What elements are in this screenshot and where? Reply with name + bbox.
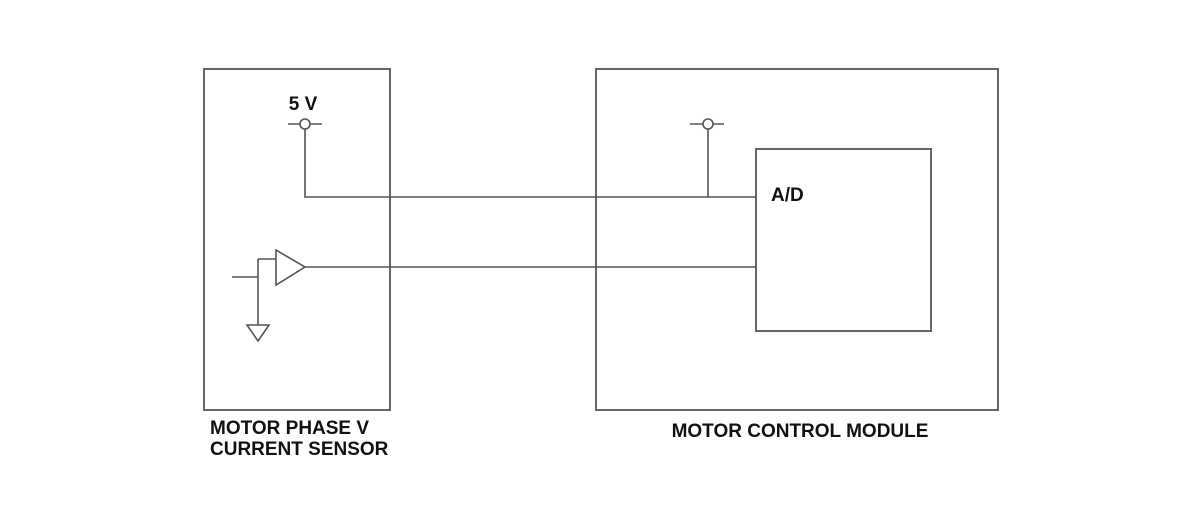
interconnect-wires <box>304 129 756 268</box>
current-sensor-block: 5 V MOTOR PHASE V CURRENT SENSOR <box>203 68 391 460</box>
reference-voltage-wire <box>304 129 756 198</box>
motor-control-module-block: A/D MOTOR CONTROL MODULE <box>595 68 999 442</box>
pullup-terminal-icon <box>690 118 724 197</box>
ground-icon <box>245 324 271 343</box>
supply-terminal-icon <box>288 118 322 130</box>
sensor-caption-line1: MOTOR PHASE V <box>210 418 369 439</box>
module-enclosure <box>595 68 999 411</box>
supply-voltage-label: 5 V <box>289 94 318 115</box>
module-caption: MOTOR CONTROL MODULE <box>672 421 929 442</box>
adc-block <box>755 148 932 332</box>
adc-label: A/D <box>771 185 804 206</box>
amplifier-icon <box>232 248 307 325</box>
sensor-caption-line2: CURRENT SENSOR <box>210 439 389 460</box>
sensor-enclosure <box>203 68 391 411</box>
